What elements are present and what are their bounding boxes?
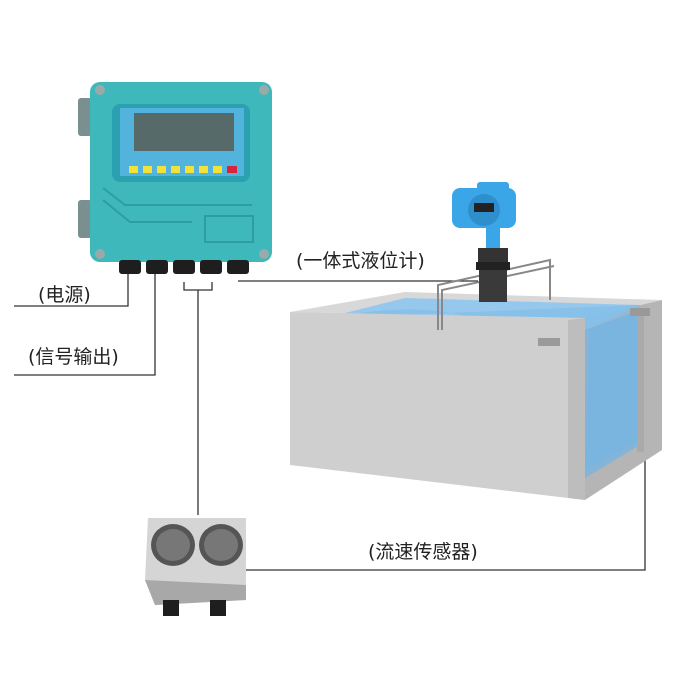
signal-wire xyxy=(14,270,156,376)
level-meter-label: (一体式液位计) xyxy=(296,250,425,272)
flow-sensor-device xyxy=(145,518,246,616)
power-wire xyxy=(14,270,129,307)
wiring xyxy=(14,270,646,571)
channel-tank xyxy=(290,292,662,500)
sensor-bracket xyxy=(183,282,213,291)
flow-sensor-cable xyxy=(245,455,646,571)
controller-unit xyxy=(78,82,272,274)
flow-sensor-label: (流速传感器) xyxy=(368,541,478,563)
level-meter-device xyxy=(452,182,516,302)
signal-output-label: (信号输出) xyxy=(28,346,119,368)
flow-probe xyxy=(630,308,650,452)
power-label: (电源) xyxy=(38,284,91,306)
